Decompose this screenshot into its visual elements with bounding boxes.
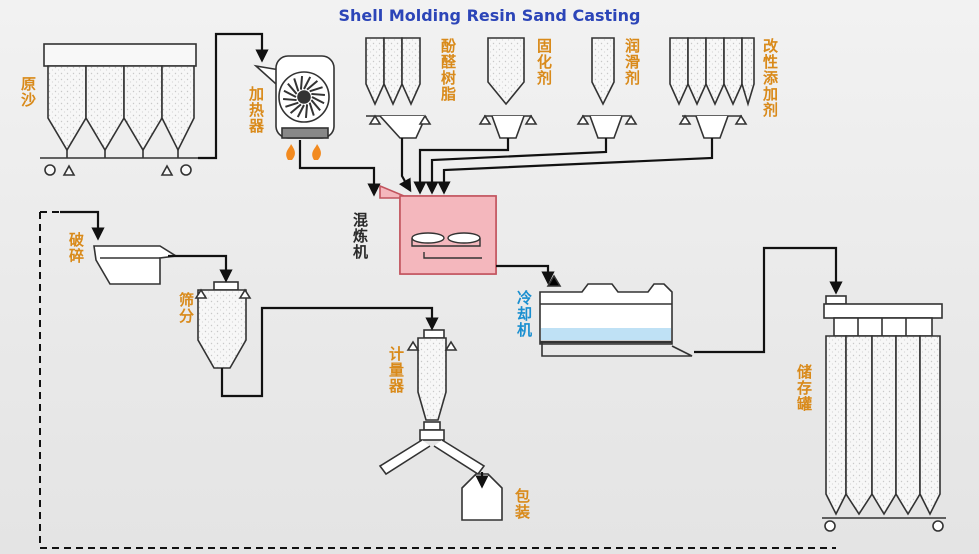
heater-fan-blade xyxy=(287,82,298,95)
label-mixer: 混炼机 xyxy=(351,212,369,260)
label-curing-agent: 固化剂 xyxy=(535,38,553,86)
heater-fan-blade xyxy=(283,89,297,98)
flow-lines xyxy=(60,32,843,489)
flow-screening-to-metering xyxy=(220,306,439,398)
modifier-hopper xyxy=(669,37,755,139)
flow-modifier-to-mixer xyxy=(437,138,714,195)
return-loop xyxy=(39,211,836,549)
heater-fan-blade xyxy=(285,101,299,108)
label-heater: 加热器 xyxy=(247,86,265,134)
heater-fan-blade xyxy=(304,104,309,118)
label-cooler: 冷却机 xyxy=(515,290,533,338)
label-raw-sand: 原沙 xyxy=(19,76,37,108)
label-storage: 储存罐 xyxy=(795,364,813,412)
label-lubricant: 润滑剂 xyxy=(623,38,641,86)
curing-agent-hopper xyxy=(478,37,538,139)
raw-sand-silo xyxy=(40,43,200,176)
label-packaging: 包装 xyxy=(513,488,531,520)
flow-heater-to-mixer xyxy=(298,140,381,197)
flow-return-to-crusher xyxy=(60,210,105,241)
label-crusher: 破碎 xyxy=(67,232,85,264)
crusher xyxy=(93,245,179,285)
flow-sand-to-heater xyxy=(198,32,269,160)
resin-hopper xyxy=(365,37,432,139)
flow-resin-to-mixer xyxy=(399,138,412,193)
metering-unit xyxy=(378,329,486,476)
heater-fan-blade xyxy=(309,86,323,93)
heater-fan-blade xyxy=(296,104,305,118)
storage-tank xyxy=(822,295,946,532)
heater-fan-blade xyxy=(283,97,297,102)
heater-fan-blade xyxy=(293,78,300,92)
label-screening: 筛分 xyxy=(177,292,195,324)
flow-cooler-to-storage xyxy=(694,246,843,354)
heater-fan-blade xyxy=(308,102,315,116)
label-modifier: 改性添加剂 xyxy=(761,38,779,118)
flow-mixer-to-cooler xyxy=(496,264,555,285)
label-phenolic-resin: 酚醛树脂 xyxy=(439,38,457,102)
cooler xyxy=(539,274,693,357)
heater-fan-blade xyxy=(303,76,312,90)
lubricant-hopper xyxy=(576,37,638,139)
diagram-title: Shell Molding Resin Sand Casting xyxy=(338,6,641,25)
label-metering: 计量器 xyxy=(387,346,405,394)
packaging-bag xyxy=(461,473,503,521)
heater-fan-blade xyxy=(310,99,321,112)
flow-lubricant-to-mixer xyxy=(425,138,608,195)
heater-fan-blade xyxy=(311,92,325,97)
flow-curing-to-mixer xyxy=(413,138,510,195)
mixer xyxy=(379,184,497,275)
heater xyxy=(253,55,335,160)
flow-crusher-to-screening xyxy=(168,254,233,283)
heater-fan-blade xyxy=(306,80,319,91)
screening-unit xyxy=(194,281,252,369)
heater-fan-blade xyxy=(289,103,302,114)
heater-fan-blade xyxy=(299,76,304,90)
heater-fan-blade xyxy=(311,96,325,105)
